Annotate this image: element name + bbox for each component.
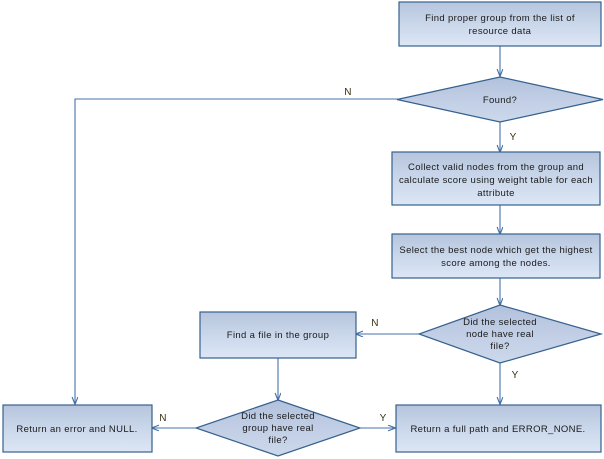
node-return-error-null-label: Return an error and NULL. — [16, 424, 137, 435]
node-find-proper-group-line1: Find proper group from the list of — [425, 13, 575, 24]
node-collect-valid-nodes-line2: calculate score using weight table for e… — [399, 175, 593, 186]
edge-label-node-file-no: N — [371, 318, 378, 329]
node-return-error-null[interactable]: Return an error and NULL. — [2, 404, 153, 453]
edge-label-group-file-no: N — [159, 413, 166, 424]
node-collect-valid-nodes-line1: Collect valid nodes from the group and — [408, 162, 584, 173]
node-did-node-have-real-file-line2: node have real — [466, 329, 534, 340]
node-return-full-path-label: Return a full path and ERROR_NONE. — [410, 424, 585, 435]
node-did-node-have-real-file-line1: Did the selected — [463, 317, 537, 328]
edge-label-found-yes: Y — [510, 132, 517, 143]
node-did-node-have-real-file[interactable]: Did the selected node have real file? — [417, 304, 604, 364]
node-collect-valid-nodes-line3: attribute — [477, 188, 514, 199]
node-did-group-have-real-file-line2: group have real — [242, 423, 313, 434]
node-collect-valid-nodes[interactable]: Collect valid nodes from the group and c… — [391, 151, 601, 206]
edge-label-group-file-yes: Y — [380, 413, 387, 424]
node-return-full-path[interactable]: Return a full path and ERROR_NONE. — [395, 404, 602, 453]
node-find-a-file-in-group[interactable]: Find a file in the group — [199, 311, 357, 359]
node-did-group-have-real-file-line3: file? — [268, 435, 287, 446]
node-did-group-have-real-file[interactable]: Did the selected group have real file? — [194, 399, 362, 457]
connector-found-no-to-return-error — [75, 98, 398, 404]
node-did-node-have-real-file-line3: file? — [490, 341, 509, 352]
node-found-decision-label: Found? — [483, 95, 517, 106]
node-select-best-node-line2: score among the nodes. — [441, 258, 551, 269]
node-find-proper-group-line2: resource data — [469, 26, 532, 37]
node-find-a-file-in-group-label: Find a file in the group — [227, 330, 329, 341]
node-did-group-have-real-file-line1: Did the selected — [241, 411, 315, 422]
node-select-best-node-line1: Select the best node which get the highe… — [399, 245, 592, 256]
node-select-best-node[interactable]: Select the best node which get the highe… — [391, 233, 601, 279]
node-find-proper-group[interactable]: Find proper group from the list of resou… — [398, 1, 602, 47]
edge-label-node-file-yes: Y — [512, 370, 519, 381]
edge-label-found-no: N — [344, 87, 351, 98]
node-found-decision[interactable]: Found? — [396, 76, 604, 123]
